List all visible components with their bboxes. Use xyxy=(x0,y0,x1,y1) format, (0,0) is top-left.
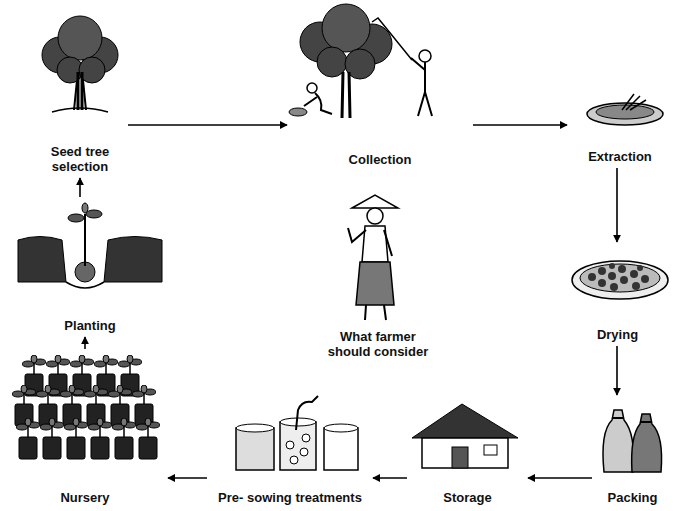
seedling-pot xyxy=(40,418,64,459)
stage-node: Drying xyxy=(565,245,670,343)
flow-arrow xyxy=(528,477,592,479)
flow-arrow xyxy=(373,477,407,479)
stage-node: Collection xyxy=(290,8,470,168)
seedling-pot xyxy=(88,418,112,459)
stage-label: Nursery xyxy=(60,491,109,506)
stage-node: Extraction xyxy=(570,90,670,165)
stage-node: Pre- sowing treatments xyxy=(210,395,370,506)
stage-node: Packing xyxy=(595,398,670,506)
extraction-tray xyxy=(587,94,663,125)
stage-node: Nursery xyxy=(5,352,165,506)
stage-node: Planting xyxy=(15,200,165,334)
stage-node: Storage xyxy=(410,400,525,506)
stage-label: Seed tree selection xyxy=(40,145,120,175)
seed-tree xyxy=(42,16,118,112)
stage-node: Seed tree selection xyxy=(35,15,125,175)
treatment-containers xyxy=(236,396,358,470)
seedling-pot xyxy=(16,418,40,459)
nursery-seedlings xyxy=(12,355,160,459)
stage-label: Extraction xyxy=(588,150,652,165)
drying-tray xyxy=(572,261,668,299)
flow-arrow xyxy=(616,346,618,395)
seedling-pot xyxy=(112,418,136,459)
flow-arrow xyxy=(79,178,81,197)
seedling-pot xyxy=(12,385,36,426)
seedling-pot xyxy=(84,385,108,426)
collection-scene xyxy=(289,4,432,118)
planting-hole xyxy=(18,203,162,288)
center-note: What farmer should consider xyxy=(318,330,438,360)
flow-arrow xyxy=(473,124,567,126)
flow-arrow xyxy=(616,168,618,242)
stage-label: Pre- sowing treatments xyxy=(218,491,362,506)
stage-label: Storage xyxy=(443,491,491,506)
flow-arrow xyxy=(168,477,207,479)
seedling-pot xyxy=(36,385,60,426)
seed-sacks xyxy=(603,410,662,472)
stage-label: Planting xyxy=(64,319,115,334)
seedling-pot xyxy=(60,385,84,426)
stage-label: Collection xyxy=(349,153,412,168)
farmer-figure xyxy=(348,195,398,320)
seedling-pot xyxy=(108,385,132,426)
storage-house xyxy=(412,404,518,468)
seedling-pot xyxy=(136,418,160,459)
seedling-pot xyxy=(132,385,156,426)
flow-arrow xyxy=(128,124,287,126)
seedling-pot xyxy=(64,418,88,459)
stage-label: Packing xyxy=(608,491,658,506)
stage-label: Drying xyxy=(597,328,638,343)
flow-arrow xyxy=(84,337,86,349)
